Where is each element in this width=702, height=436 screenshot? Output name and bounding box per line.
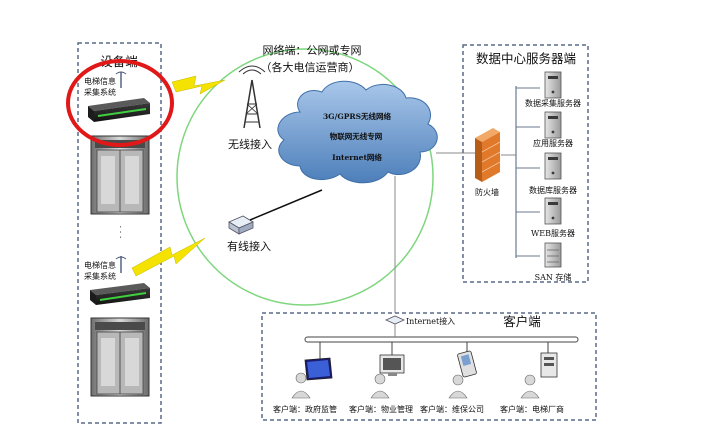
cloud-line-1: 3G/GPRS无线网络: [323, 111, 392, 121]
server-row: 应用服务器: [516, 111, 573, 148]
internet-cloud: 3G/GPRS无线网络 物联网无线专网 Internet网络: [277, 80, 438, 184]
server-icon: [544, 152, 562, 180]
internet-access-node: [385, 315, 405, 325]
device-side-panel: 设备端 电梯信息 采集系统 . . . 电梯信息: [77, 42, 162, 424]
wired-access-label: 有线接入: [227, 239, 271, 253]
server-row: 数据库服务器: [516, 152, 577, 195]
client-bus-bar: [304, 336, 579, 343]
server-label: 应用服务器: [533, 138, 573, 148]
client-panel: 客户端 Internet接入 客户端：政府监管 客户端：物业管理: [261, 312, 597, 421]
system-label-1a: 电梯信息: [84, 76, 116, 86]
elevator-car-icon: [90, 135, 150, 215]
storage-icon: [544, 242, 562, 268]
user-desktop-icon: [370, 354, 405, 399]
client-label: 客户端：电梯厂商: [500, 404, 564, 414]
server-icon: [544, 71, 562, 99]
server-label: SAN 存储: [535, 272, 572, 282]
network-title: 网络端：公网或专网: [263, 43, 362, 57]
server-label: 数据库服务器: [529, 185, 577, 195]
client-label: 客户端：维保公司: [420, 404, 484, 414]
client-label: 客户端：物业管理: [349, 404, 413, 414]
wireless-lightning-icon: [171, 75, 226, 95]
cloud-line-2: 物联网无线专网: [330, 131, 383, 141]
server-row: WEB服务器: [516, 197, 575, 238]
server-label: WEB服务器: [531, 228, 575, 238]
device-ellipsis: . . .: [118, 226, 127, 239]
collection-device-2: [90, 283, 150, 305]
collection-device-1: [88, 98, 150, 122]
device-side-border: [77, 42, 162, 424]
system-label-2a: 电梯信息: [84, 260, 116, 270]
firewall-icon: [475, 128, 501, 182]
internet-access-label: Internet接入: [406, 316, 455, 326]
wireless-lightning-icon: [131, 237, 206, 277]
server-label: 数据采集服务器: [525, 98, 581, 108]
cloud-line-3: Internet网络: [332, 152, 382, 162]
datacenter-panel: 数据中心服务器端 防火墙 数据采集服务器: [462, 44, 589, 283]
router-icon: [228, 215, 254, 235]
wireless-access-label: 无线接入: [228, 137, 272, 151]
user-pda-icon: [448, 350, 477, 399]
firewall-label: 防火墙: [475, 187, 499, 197]
elevator-car-icon: [90, 317, 150, 397]
system-label-1b: 采集系统: [84, 87, 116, 97]
antenna-icon: [115, 256, 127, 273]
network-subtitle: （各大电信运营商）: [261, 60, 360, 74]
server-icon: [544, 111, 562, 139]
user-workstation-icon: [520, 352, 558, 399]
client-border: [261, 312, 597, 421]
datacenter-border: [462, 44, 589, 283]
user-laptop-icon: [291, 357, 333, 399]
cell-tower-icon: [238, 65, 266, 129]
system-label-2b: 采集系统: [84, 271, 116, 281]
antenna-icon: [115, 71, 127, 88]
server-icon: [544, 197, 562, 225]
client-title: 客户端: [503, 314, 541, 329]
network-boundary-circle: [176, 48, 434, 306]
highlight-ring: [66, 59, 174, 147]
datacenter-title: 数据中心服务器端: [476, 51, 576, 66]
client-label: 客户端：政府监管: [273, 404, 337, 414]
wired-link-line: [249, 189, 323, 221]
server-row: 数据采集服务器: [516, 71, 581, 108]
server-row: SAN 存储: [516, 242, 572, 282]
